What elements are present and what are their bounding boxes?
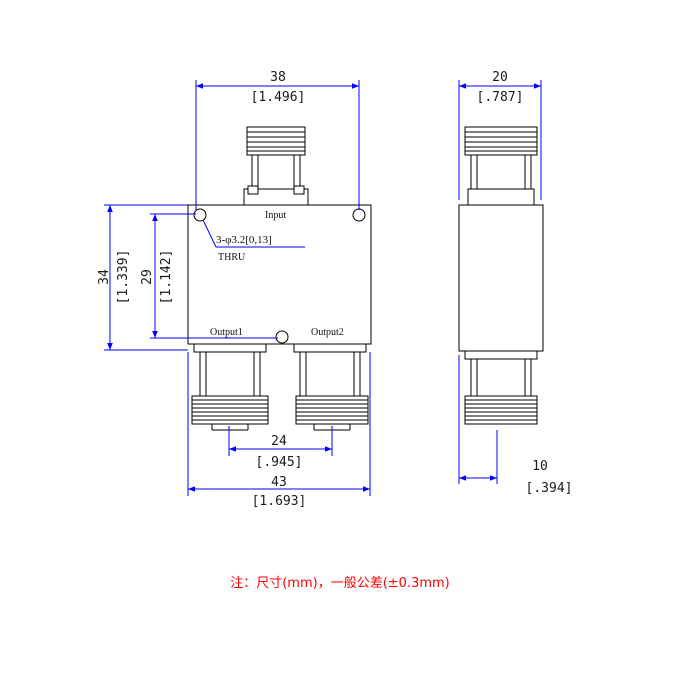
hole-callout: 3-φ3.2[0,13] [216, 234, 272, 246]
dim-hole-span-mm: 29 [140, 269, 155, 285]
front-view [187, 126, 372, 431]
hole-callout-thru: THRU [218, 252, 246, 263]
side-dim-width-mm: 20 [492, 70, 508, 85]
dim-height-mm: 34 [97, 269, 112, 285]
input-label: Input [265, 210, 286, 221]
input-connector [243, 126, 309, 206]
side-dimensions [458, 80, 542, 484]
tolerance-note: 注：尺寸(mm)，一般公差(±0.3mm) [230, 576, 450, 591]
output2-connector [293, 343, 369, 431]
side-dim-offset-mm: 10 [532, 459, 548, 474]
side-dim-offset-in: [.394] [526, 481, 573, 496]
side-body [458, 204, 544, 352]
splitter-body [187, 204, 372, 345]
dim-port-spacing-mm: 24 [271, 434, 287, 449]
dim-width-in: [1.496] [251, 90, 306, 105]
mounting-hole-bottom [275, 330, 289, 344]
dim-height-in: [1.339] [116, 250, 131, 305]
output1-label: Output1 [210, 327, 243, 338]
hole-leader [202, 219, 305, 248]
dim-hole-span-in: [1.142] [159, 250, 174, 305]
side-view [458, 126, 544, 425]
dim-overall-mm: 43 [271, 475, 287, 490]
front-dimensions [104, 80, 371, 496]
dim-port-spacing-in: [.945] [256, 455, 303, 470]
mounting-hole-top-left [193, 208, 207, 222]
dim-overall-in: [1.693] [252, 494, 307, 509]
output1-connector [191, 343, 269, 431]
output2-label: Output2 [311, 327, 344, 338]
dim-width-mm: 38 [270, 70, 286, 85]
side-dim-width-in: [.787] [477, 90, 524, 105]
